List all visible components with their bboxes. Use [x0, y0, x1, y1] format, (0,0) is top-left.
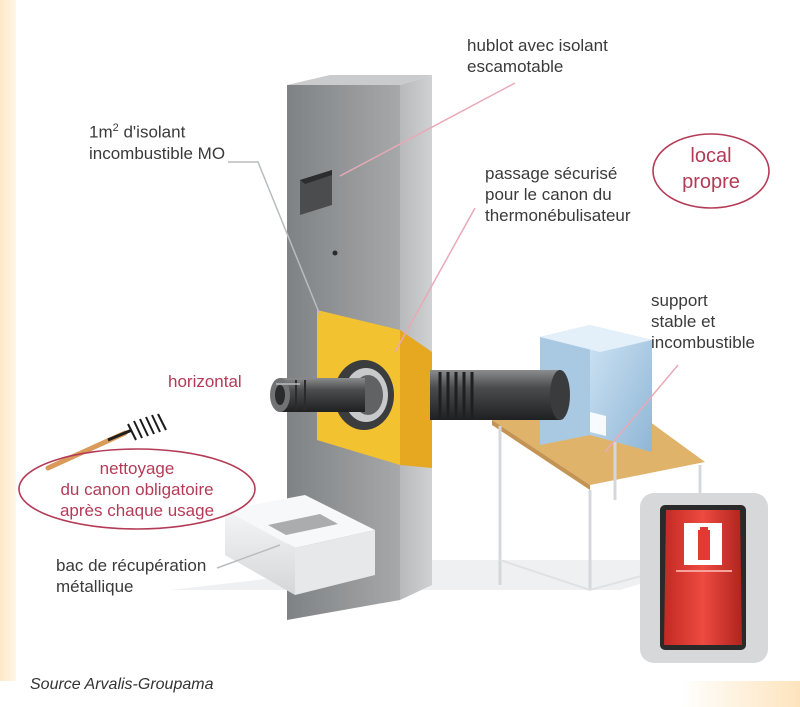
label-passage-line3: thermonébulisateur	[485, 206, 631, 225]
label-support-line1: support	[651, 291, 708, 310]
wall-top	[287, 75, 432, 85]
canon-pipe-nose	[280, 378, 365, 412]
label-passage-line2: pour le canon du	[485, 185, 612, 204]
label-passage-line1: passage sécurisé	[485, 164, 618, 183]
wall-side-face	[400, 75, 432, 600]
label-local-line2: propre	[682, 171, 740, 193]
left-edge-band	[0, 0, 16, 707]
label-support: support stable et incombustible	[651, 290, 755, 353]
label-hublot-line2: escamotable	[467, 57, 564, 76]
label-bac: bac de récupération métallique	[56, 555, 206, 597]
label-local-propre: local propre	[663, 143, 759, 195]
insulation-panel-side	[400, 330, 432, 468]
label-nettoyage: nettoyage du canon obligatoire après cha…	[22, 458, 252, 521]
local-propre-ellipse	[652, 133, 770, 209]
bottom-edge-band	[0, 681, 800, 707]
wall-screw	[332, 250, 338, 256]
label-nettoyage-line1: nettoyage	[99, 459, 175, 478]
label-bac-line2: métallique	[56, 577, 134, 596]
tray-side	[295, 530, 375, 595]
label-isolant-line1: 1m2 d'isolant	[89, 118, 225, 143]
brush-bristles	[127, 413, 167, 441]
label-nettoyage-line3: après chaque usage	[59, 501, 215, 520]
label-isolant-line2: incombustible MO	[89, 143, 226, 163]
label-isolant-suffix: d'isolant	[118, 122, 186, 142]
label-support-line3: incombustible	[651, 333, 755, 352]
device-box-top	[540, 325, 652, 352]
label-isolant: 1m2 d'isolant incombustible MO	[89, 118, 225, 164]
label-hublot-line1: hublot avec isolant	[467, 36, 608, 55]
label-hublot: hublot avec isolant escamotable	[467, 35, 608, 77]
label-isolant-sup: 2	[112, 122, 119, 134]
label-isolant-prefix: 1m	[89, 122, 113, 142]
label-nettoyage-line2: du canon obligatoire	[60, 480, 214, 499]
label-bac-line1: bac de récupération	[56, 556, 207, 575]
label-local-line1: local	[690, 145, 732, 167]
label-horizontal: horizontal	[168, 372, 242, 391]
extinguisher-cabinet	[664, 510, 742, 645]
source-credit: Source Arvalis-Groupama	[30, 676, 214, 693]
nettoyage-ellipse	[18, 448, 256, 530]
leader-lines	[216, 82, 679, 569]
pipe-flex-ribs	[438, 372, 474, 418]
label-support-line2: stable et	[651, 312, 716, 331]
label-passage: passage sécurisé pour le canon du thermo…	[485, 163, 631, 226]
